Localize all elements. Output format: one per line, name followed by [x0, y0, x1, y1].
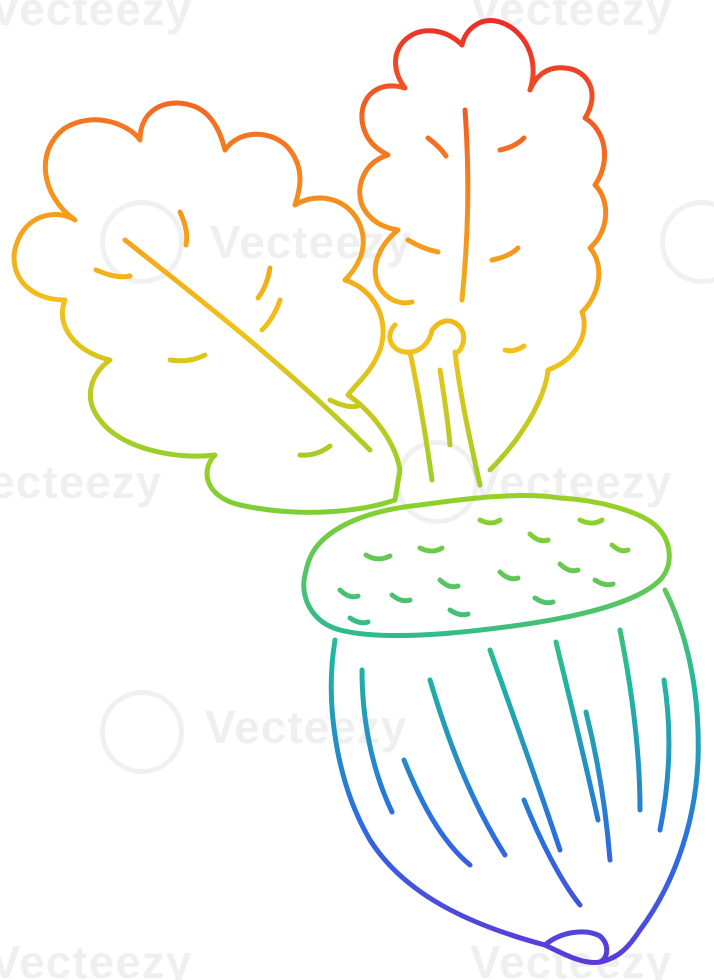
right-oak-leaf: [357, 18, 609, 473]
acorn-nut: [328, 587, 701, 966]
watermark-logo-icon: [660, 200, 714, 284]
acorn-cap: [301, 493, 672, 638]
watermark-text: Vecteezy: [0, 456, 163, 508]
left-oak-leaf: [11, 100, 403, 515]
watermark-text: Vecteezy: [0, 0, 193, 35]
acorn-stem: [387, 318, 483, 488]
watermark-logo-icon: [100, 690, 184, 774]
watermark-logo-icon: [100, 200, 184, 284]
watermark-text: Vecteezy: [470, 0, 673, 35]
watermark-text: Vecteezy: [0, 936, 193, 980]
watermark-text: Vecteezy: [205, 701, 408, 753]
